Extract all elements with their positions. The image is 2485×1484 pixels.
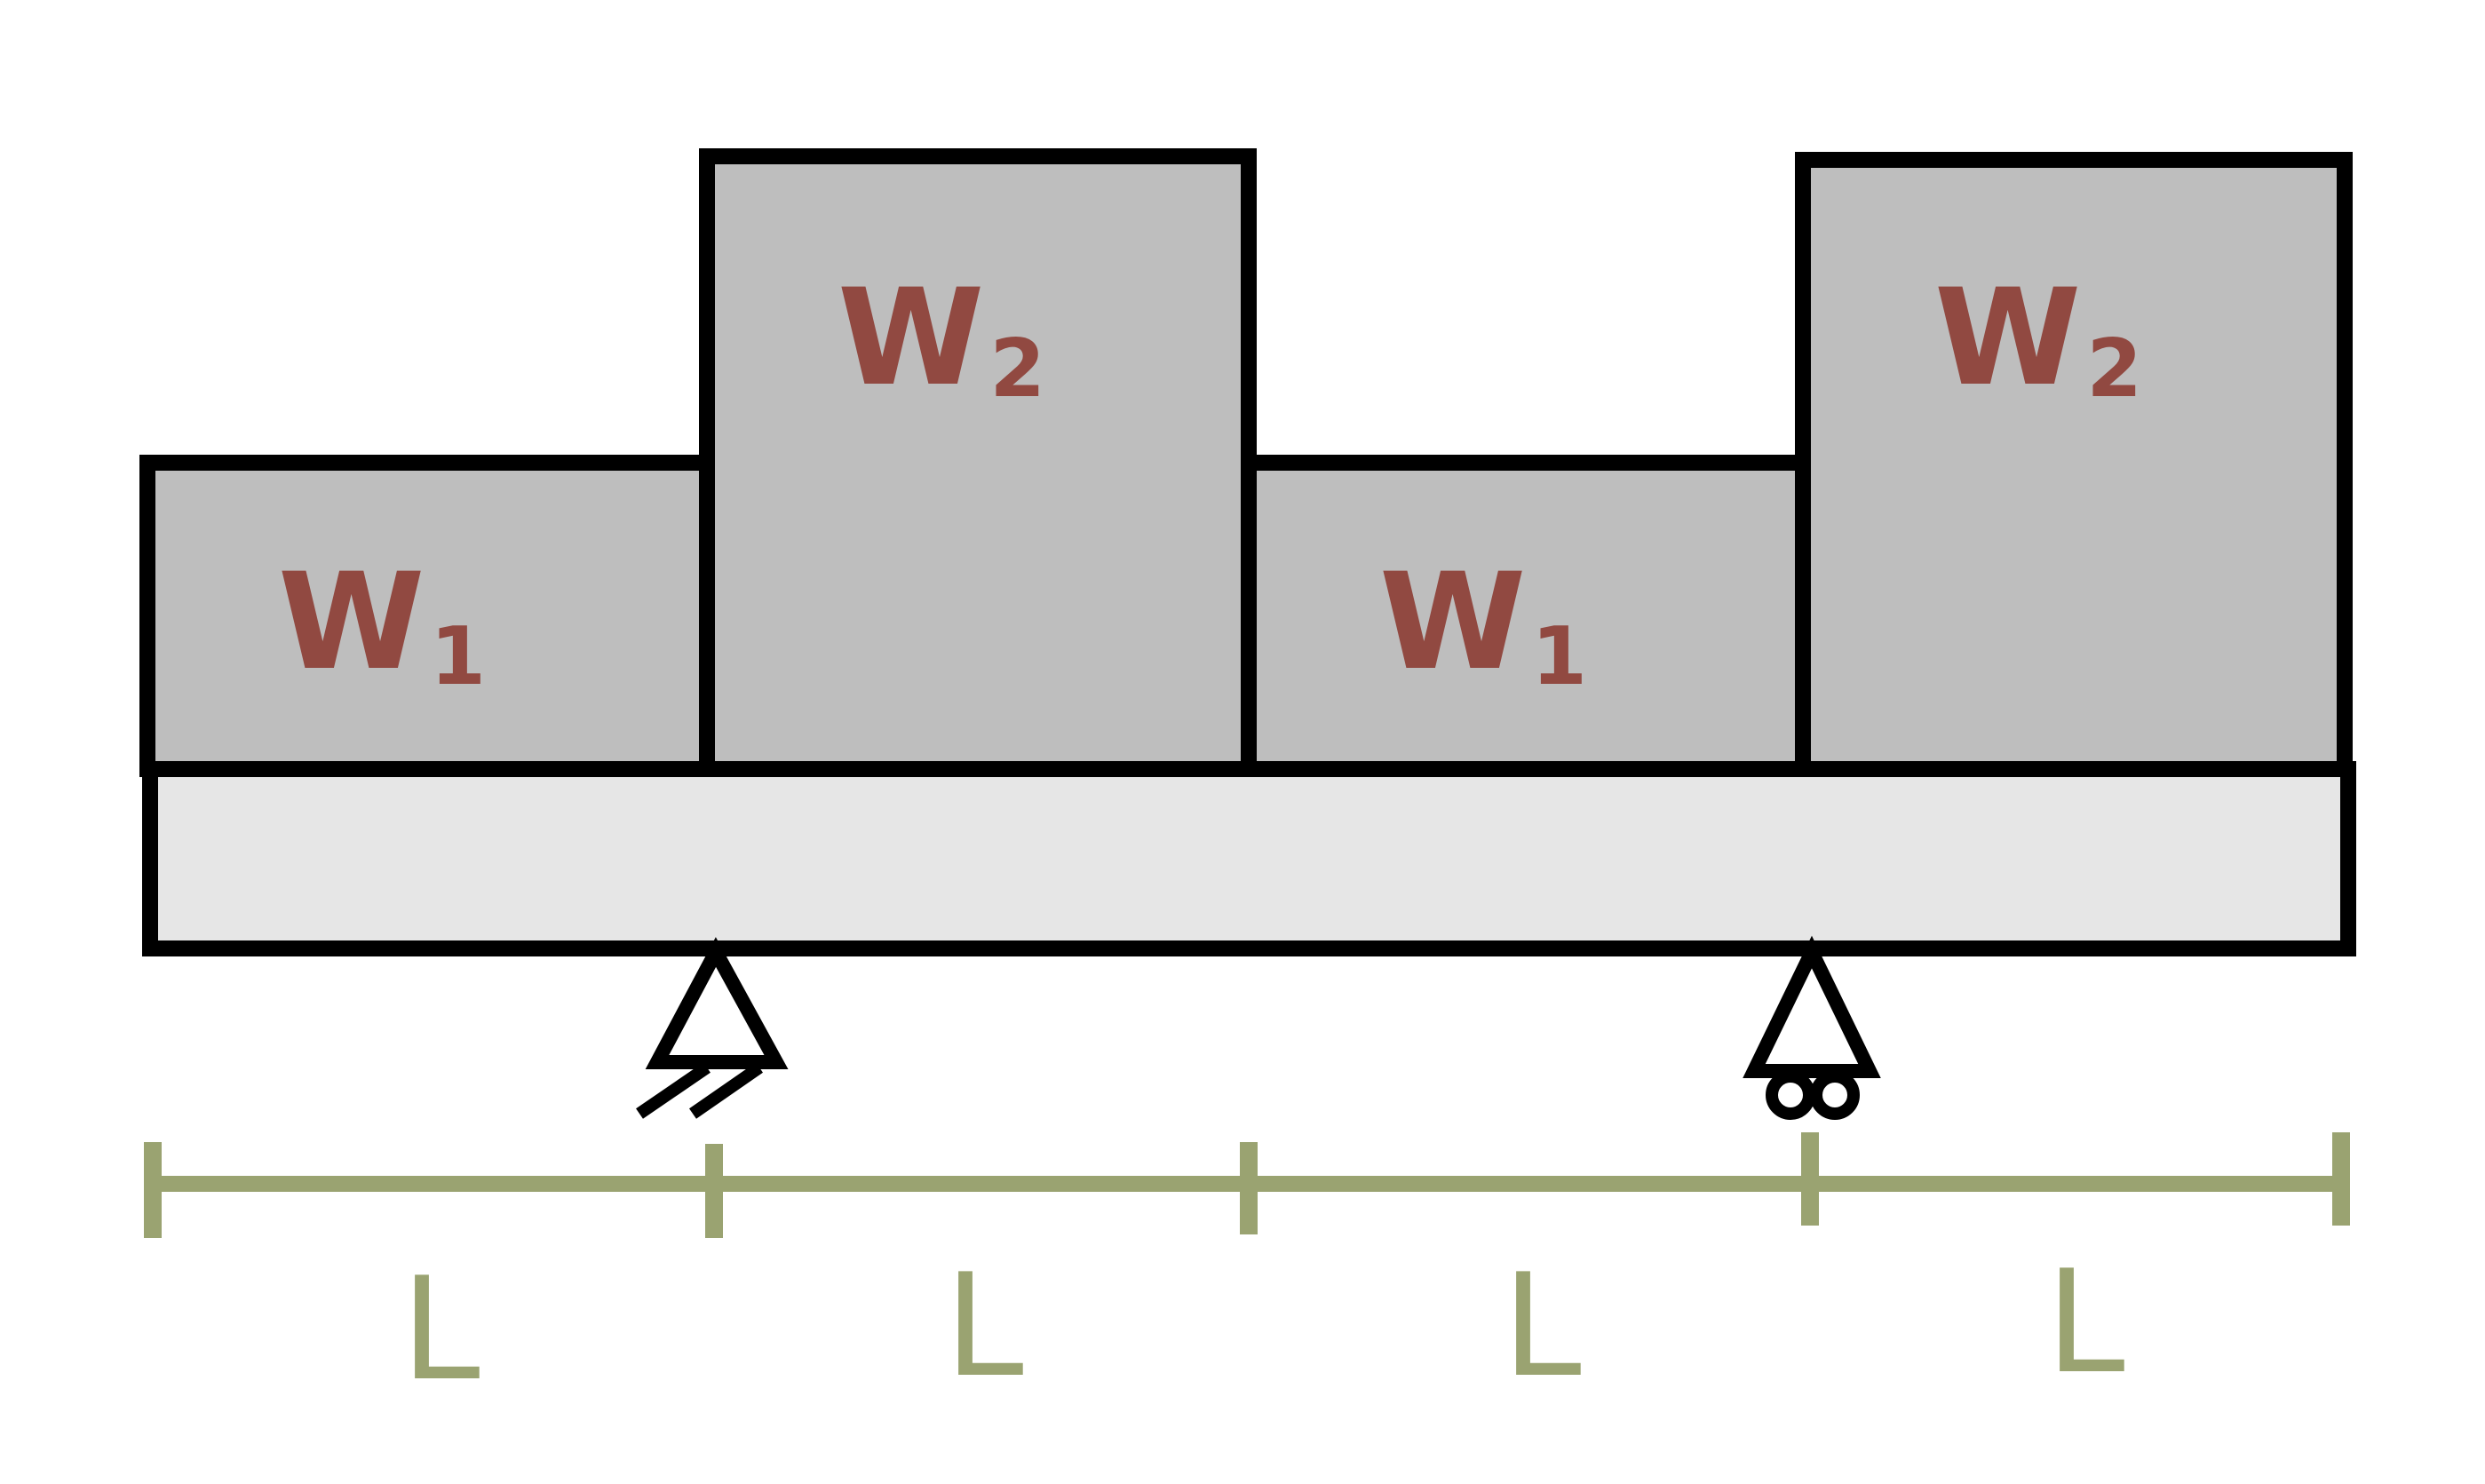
load-block-4-label: W2 bbox=[1934, 261, 2142, 416]
load-block-1-label: W1 bbox=[278, 545, 486, 703]
roller-support-triangle bbox=[1743, 935, 1881, 1078]
load-block-3: W1 bbox=[1241, 455, 1816, 777]
load-block-2: W2 bbox=[699, 148, 1257, 777]
load-block-4-rect bbox=[1795, 152, 2353, 777]
pin-support-triangle bbox=[645, 937, 789, 1069]
dimension-label-2: L bbox=[944, 1242, 1023, 1409]
roller-support bbox=[1743, 935, 1881, 1120]
load-block-3-label: W1 bbox=[1379, 545, 1587, 703]
load-block-2-rect bbox=[699, 148, 1257, 777]
dimension-label-1: L bbox=[401, 1246, 480, 1412]
load-block-2-label: W2 bbox=[838, 261, 1045, 416]
roller-wheel-right bbox=[1810, 1070, 1860, 1120]
pin-support-hatch-2 bbox=[689, 1062, 763, 1119]
dimension-line bbox=[144, 1132, 2350, 1238]
beam bbox=[142, 761, 2356, 956]
load-block-1: W1 bbox=[139, 455, 715, 777]
load-block-4: W2 bbox=[1795, 152, 2353, 777]
dimension-label-3: L bbox=[1502, 1242, 1581, 1409]
pin-support-hatch-1 bbox=[636, 1062, 711, 1119]
roller-wheel-left bbox=[1766, 1070, 1815, 1120]
load-block-1-rect bbox=[139, 455, 715, 777]
load-block-3-rect bbox=[1241, 455, 1816, 777]
dimension-label-4: L bbox=[2045, 1239, 2124, 1405]
pin-support bbox=[636, 937, 789, 1119]
